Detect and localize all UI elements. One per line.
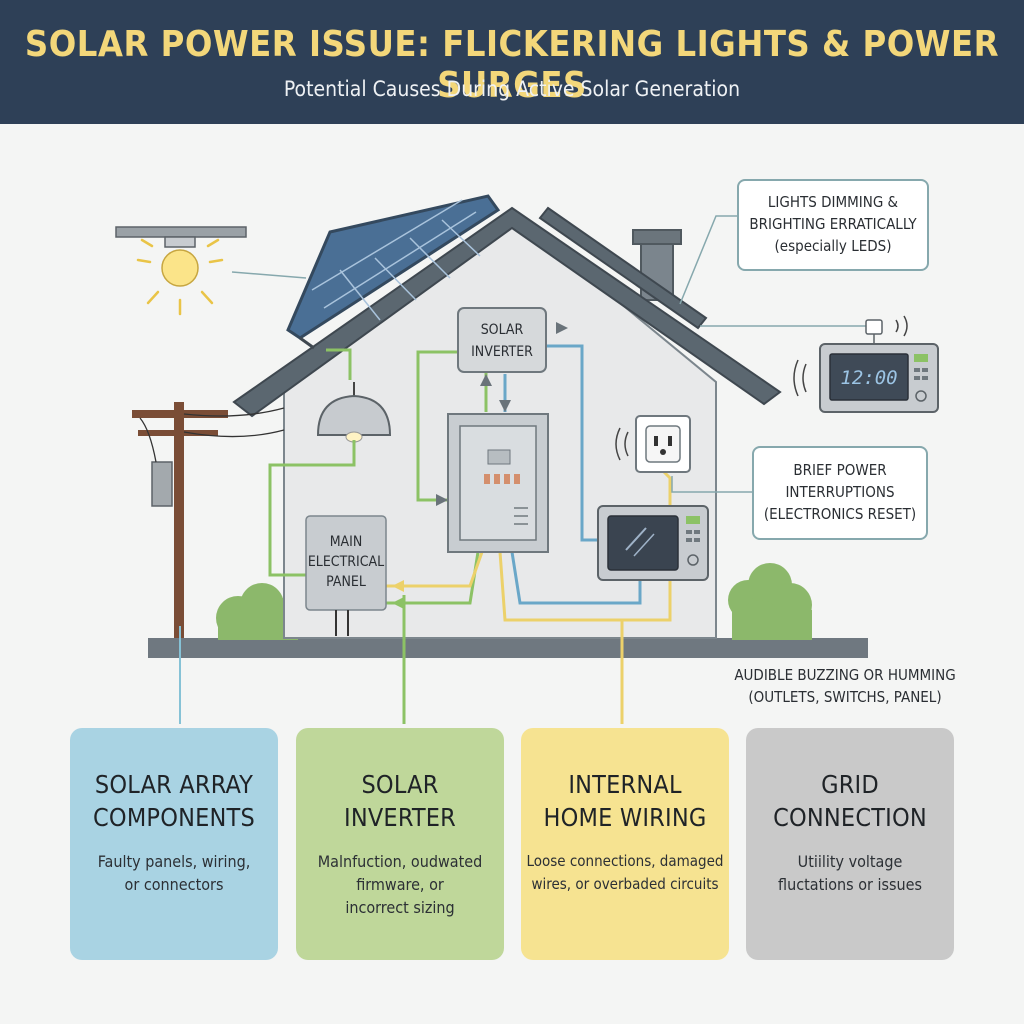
card-grid-connection: GRID CONNECTION Utiility voltage fluctat… [746, 728, 954, 960]
inverter-label-1: SOLAR [481, 322, 524, 338]
card-title-line: SOLAR [361, 770, 439, 799]
callout-buzzing-line-2: (OUTLETS, SWITCHS, PANEL) [748, 688, 942, 706]
card-title-line: CONNECTION [773, 803, 927, 832]
callout-interruptions-line-2: INTERRUPTIONS [785, 483, 895, 501]
card-description: Faulty panels, wiring, or connectors [70, 850, 278, 896]
card-desc-line: Utiility voltage [797, 852, 903, 871]
card-title: SOLAR ARRAY COMPONENTS [70, 768, 278, 834]
card-solar-array: SOLAR ARRAY COMPONENTS Faulty panels, wi… [70, 728, 278, 960]
main-panel-label-2: ELECTRICAL [308, 554, 384, 570]
house-diagram: SOLAR INVERTER MAIN ELECTRICAL PANEL [115, 194, 939, 724]
ceiling-light-icon [115, 226, 247, 316]
callout-lights-dimming: LIGHTS DIMMING & BRIGHTING ERRATICALLY (… [737, 179, 929, 271]
card-description: Utiility voltage fluctations or issues [746, 850, 954, 896]
card-desc-line: Malnfuction, oudwated [317, 852, 483, 871]
card-desc-line: Faulty panels, wiring, [97, 852, 251, 871]
bush-right-icon [728, 563, 812, 640]
breaker-panel [447, 413, 549, 553]
card-title-line: INTERNAL [568, 770, 682, 799]
wire-green [268, 348, 488, 724]
inverter-label-2: INVERTER [471, 344, 533, 360]
main-panel-label-1: MAIN [330, 534, 363, 550]
card-desc-line: Loose connections, damaged [526, 852, 724, 870]
card-description: Malnfuction, oudwated firmware, or incor… [296, 850, 504, 919]
card-desc-line: firmware, or [356, 875, 444, 894]
card-desc-line: fluctations or issues [778, 875, 922, 894]
card-title: SOLAR INVERTER [296, 768, 504, 834]
page-title: SOLAR POWER ISSUE: FLICKERING LIGHTS & P… [24, 24, 1000, 106]
card-internal-wiring: INTERNAL HOME WIRING Loose connections, … [521, 728, 729, 960]
ground-line [148, 638, 868, 658]
main-electrical-panel: MAIN ELECTRICAL PANEL [305, 515, 387, 636]
inverter-box: SOLAR INVERTER [457, 307, 547, 373]
card-title: INTERNAL HOME WIRING [521, 768, 729, 834]
card-desc-line: or connectors [124, 875, 224, 894]
card-title-line: COMPONENTS [93, 803, 255, 832]
card-title: GRID CONNECTION [746, 768, 954, 834]
callout-lights-line-2: BRIGHTING ERRATICALLY [749, 215, 917, 233]
card-desc-line: wires, or overbaded circuits [531, 875, 719, 893]
power-outlet-icon [615, 415, 691, 473]
main-panel-label-3: PANEL [326, 574, 366, 590]
page-subtitle: Potential Causes During Active Solar Gen… [283, 77, 741, 101]
roof [232, 206, 782, 418]
callout-lights-line-1: LIGHTS DIMMING & [767, 193, 899, 211]
callout-audible-buzzing: AUDIBLE BUZZING OR HUMMING (OUTLETS, SWI… [700, 664, 990, 708]
callout-power-interruptions: BRIEF POWER INTERRUPTIONS (ELECTRONICS R… [752, 446, 928, 540]
microwave-icon [597, 505, 709, 581]
utility-pole-icon [132, 402, 285, 638]
clock-display: 12:00 [840, 367, 897, 389]
card-desc-line: incorrect sizing [345, 898, 455, 917]
card-description: Loose connections, damaged wires, or ove… [521, 850, 729, 896]
callout-buzzing-line-1: AUDIBLE BUZZING OR HUMMING [734, 666, 956, 684]
card-solar-inverter: SOLAR INVERTER Malnfuction, oudwated fir… [296, 728, 504, 960]
callout-interruptions-line-1: BRIEF POWER [793, 461, 887, 479]
solar-panel-icon [286, 194, 501, 350]
card-title-line: SOLAR ARRAY [94, 770, 254, 799]
card-title-line: HOME WIRING [543, 803, 707, 832]
card-title-line: INVERTER [343, 803, 456, 832]
pendant-lamp-icon [316, 382, 392, 443]
callout-lights-line-3: (especially LEDS) [774, 237, 892, 255]
callout-interruptions-line-3: (ELECTRONICS RESET) [763, 505, 917, 523]
wire-yellow [386, 468, 672, 724]
header-banner: SOLAR POWER ISSUE: FLICKERING LIGHTS & P… [0, 0, 1024, 124]
card-title-line: GRID [821, 770, 879, 799]
digital-clock-icon: 12:00 [793, 315, 939, 413]
